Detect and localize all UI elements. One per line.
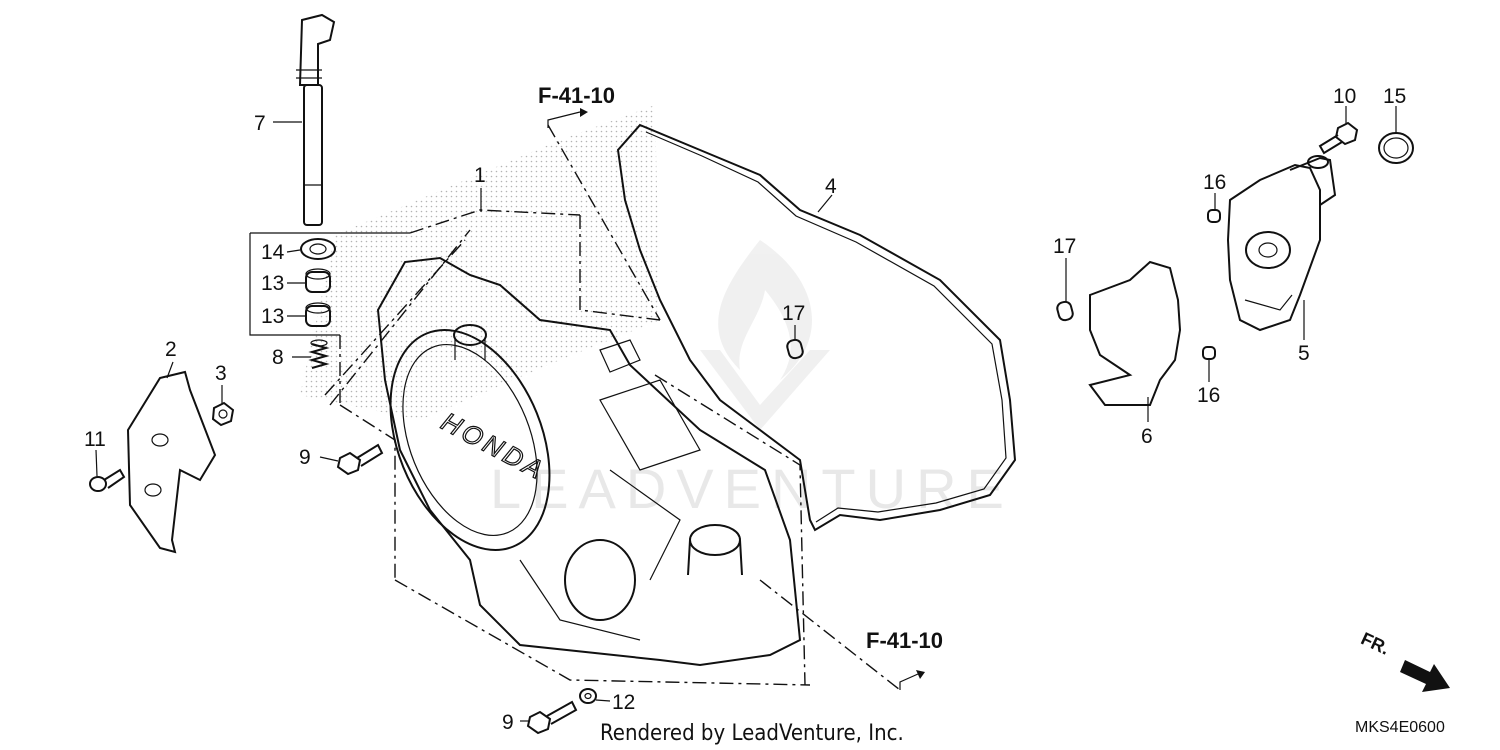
bracket-part-2	[126, 370, 217, 554]
label-13a: 13	[261, 272, 284, 295]
front-arrow-icon	[1400, 660, 1450, 692]
shaft-part-7	[296, 13, 336, 226]
label-13b: 13	[261, 305, 284, 328]
label-9a: 9	[299, 446, 311, 469]
label-12: 12	[612, 691, 635, 714]
gasket-part-4	[616, 123, 1017, 532]
bracket-lines	[249, 232, 410, 336]
label-17b: 17	[1053, 235, 1076, 258]
part-labels: 1 2 3 4 5 6 7 8 9 9 10 11 12 13 13 14 15…	[84, 85, 1406, 734]
washer-part-12	[579, 688, 597, 704]
bolt-part-10	[1318, 121, 1359, 155]
label-3: 3	[215, 362, 227, 385]
reference-arrows	[547, 108, 925, 690]
watermark-text: LEADVENTURE	[490, 457, 1014, 520]
credit-text: Rendered by LeadVenture, Inc.	[600, 721, 904, 746]
label-11: 11	[84, 428, 106, 451]
label-4: 4	[825, 175, 837, 198]
label-2: 2	[165, 338, 177, 361]
label-7: 7	[254, 112, 266, 135]
label-leaders	[95, 106, 1397, 722]
dowel-pin-part-17a	[786, 338, 804, 360]
watermark-logo: LEADVENTURE	[490, 240, 1014, 520]
bolt-part-9b	[526, 700, 578, 735]
shaded-region	[300, 105, 660, 420]
spring-part-8	[308, 339, 330, 369]
bolt-part-11	[89, 468, 126, 492]
pin-part-16a	[1207, 209, 1221, 223]
label-16b: 16	[1197, 384, 1220, 407]
bearing-part-14	[300, 238, 336, 260]
label-6: 6	[1141, 425, 1153, 448]
label-16a: 16	[1203, 171, 1226, 194]
front-marker-label: FR.	[1358, 628, 1393, 658]
front-direction-arrow: FR.	[1358, 628, 1450, 692]
dashed-leaders	[324, 124, 901, 691]
needle-bearing-part-13b	[305, 302, 331, 327]
gasket-part-6	[1088, 260, 1182, 406]
reference-top: F-41-10	[538, 83, 615, 108]
label-5: 5	[1298, 342, 1310, 365]
label-10: 10	[1333, 85, 1356, 108]
label-15: 15	[1383, 85, 1406, 108]
diagram-code: MKS4E0600	[1355, 719, 1445, 736]
needle-bearing-part-13a	[305, 268, 331, 293]
label-9b: 9	[502, 711, 514, 734]
label-8: 8	[272, 346, 284, 369]
reference-bottom: F-41-10	[866, 628, 943, 653]
bolt-part-9a	[336, 443, 384, 476]
label-14: 14	[261, 241, 285, 264]
o-ring-part-15	[1378, 132, 1414, 164]
label-17a: 17	[782, 302, 805, 325]
water-pump-part-5	[1226, 155, 1337, 332]
pin-part-16b	[1202, 346, 1216, 360]
nut-part-3	[211, 401, 235, 427]
dowel-pin-part-17b	[1056, 300, 1074, 322]
label-1: 1	[474, 164, 486, 187]
